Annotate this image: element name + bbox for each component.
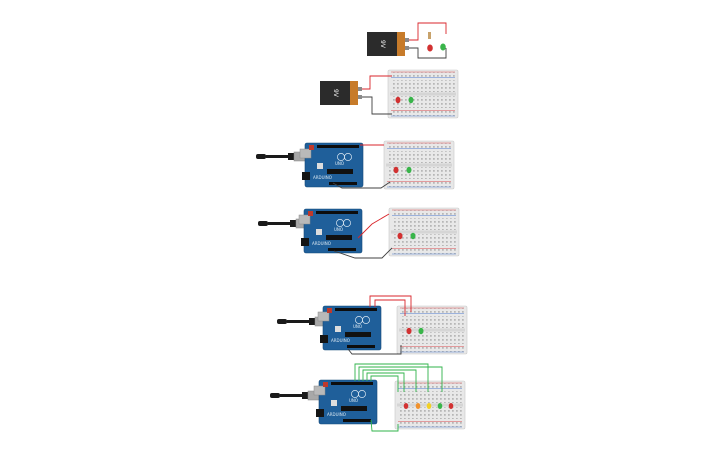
arduino-uno-icon[interactable]: [317, 305, 382, 351]
battery-label: 9V: [379, 40, 386, 49]
resistor-icon: [428, 32, 431, 39]
usb-cable-icon: [255, 151, 307, 162]
wire-icon: [362, 75, 392, 115]
arduino-uno-icon[interactable]: [299, 142, 364, 188]
arduino-uno-icon[interactable]: [298, 208, 363, 254]
wire-icon: [409, 22, 447, 59]
breadboard-icon[interactable]: [387, 69, 459, 119]
wire-icon: [347, 295, 412, 355]
led-icon: [427, 43, 446, 52]
arduino-uno-icon[interactable]: [313, 379, 378, 425]
breadboard-icon[interactable]: [388, 207, 460, 257]
wire-icon: [332, 144, 391, 189]
battery-9v-icon[interactable]: 9V: [320, 81, 362, 105]
usb-cable-icon: [269, 390, 321, 401]
led-icon: [406, 327, 424, 335]
led-icon: [393, 166, 412, 174]
breadboard-icon[interactable]: [383, 140, 455, 190]
wire-icon: [333, 213, 393, 259]
battery-label: 9V: [332, 89, 339, 98]
led-icon: [395, 96, 414, 104]
battery-9v-icon[interactable]: 9V: [367, 32, 409, 56]
led-icon: [397, 232, 416, 240]
wire-icon: [354, 363, 443, 432]
led-icon: [403, 403, 454, 409]
